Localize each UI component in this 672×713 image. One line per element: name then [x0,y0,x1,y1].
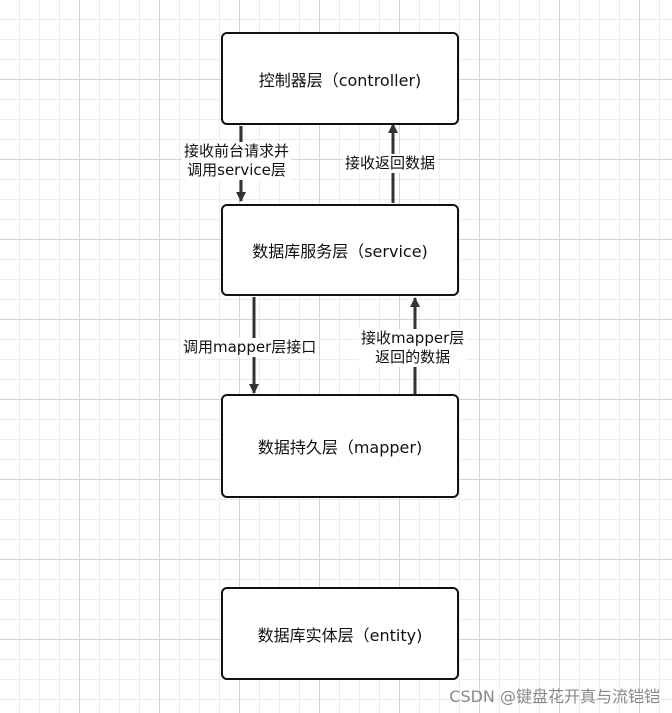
edge-label-line: 调用mapper层接口 [183,338,317,356]
edge-label-line: 接收前台请求并 [184,142,290,160]
service-layer-box: 数据库服务层（service) [221,204,459,296]
entity-layer-box: 数据库实体层（entity) [221,587,459,680]
edge-label-line: 接收返回数据 [345,154,436,172]
edge-label-mapper-to-service: 接收mapper层 返回的数据 [359,329,467,367]
controller-layer-box: 控制器层（controller) [221,32,459,125]
service-layer-label: 数据库服务层（service) [252,242,428,261]
edge-label-line: 返回的数据 [375,348,451,366]
mapper-layer-label: 数据持久层（mapper) [257,438,423,457]
edge-label-controller-to-service: 接收前台请求并 调用service层 [182,142,292,180]
edge-label-service-to-mapper: 调用mapper层接口 [181,338,319,357]
mapper-layer-box: 数据持久层（mapper) [221,394,459,498]
edge-label-service-to-controller: 接收返回数据 [343,154,438,173]
edge-label-line: 接收mapper层 [361,329,465,347]
entity-layer-label: 数据库实体层（entity) [257,625,423,645]
csdn-watermark: CSDN @键盘花开真与流铠铠 [449,687,660,706]
edge-label-line: 调用service层 [187,161,286,179]
controller-layer-label: 控制器层（controller) [258,70,422,90]
